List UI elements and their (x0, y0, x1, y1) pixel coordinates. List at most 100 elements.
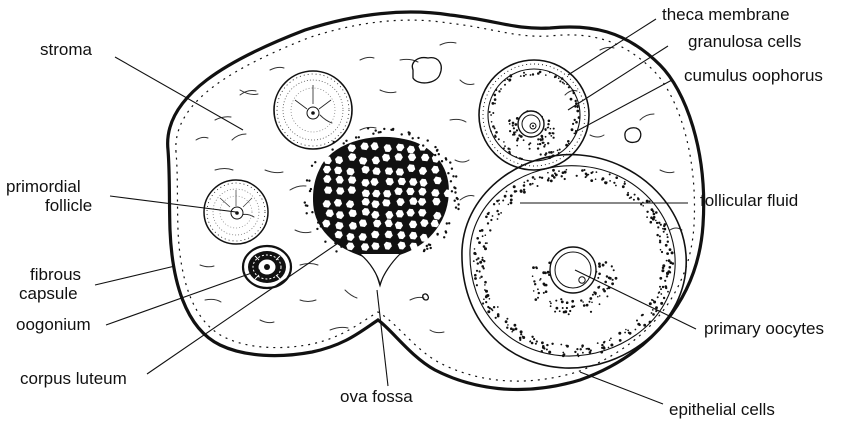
granulosa-dot (537, 143, 539, 145)
granulosa-dot (513, 131, 515, 133)
granulosa-dot (611, 282, 614, 285)
granulosa-dot (669, 266, 672, 269)
granulosa-dot (559, 80, 561, 82)
stipple-dot (412, 137, 414, 139)
granulosa-dot (565, 144, 568, 147)
granulosa-dot (550, 135, 552, 137)
granulosa-dot (477, 257, 479, 259)
granulosa-dot (484, 284, 486, 286)
granulosa-dot (529, 183, 532, 186)
stipple-dot (438, 153, 440, 155)
label-stroma: stroma (40, 40, 92, 59)
granulosa-dot (512, 124, 514, 126)
granulosa-dot (523, 189, 525, 191)
granulosa-dot (508, 204, 510, 206)
granulosa-dot (492, 215, 494, 217)
granulosa-dot (539, 176, 541, 178)
granulosa-dot (493, 306, 495, 308)
granulosa-dot (589, 297, 592, 300)
granulosa-dot (547, 179, 550, 182)
granulosa-dot (557, 150, 559, 152)
granulosa-dot (489, 111, 491, 113)
granulosa-dot (509, 130, 511, 132)
stipple-dot (455, 206, 457, 208)
granulosa-dot (566, 169, 568, 171)
granulosa-dot (609, 339, 611, 341)
granulosa-dot (655, 220, 657, 222)
granulosa-dot (478, 241, 481, 244)
granulosa-dot (598, 265, 601, 268)
granulosa-dot (509, 123, 511, 125)
granulosa-dot (520, 189, 523, 192)
granulosa-dot (591, 302, 593, 304)
granulosa-dot (659, 277, 662, 280)
granulosa-dot (537, 297, 539, 299)
granulosa-dot (511, 331, 513, 333)
granulosa-dot (633, 199, 635, 201)
granulosa-dot (610, 338, 612, 340)
stipple-dot (443, 236, 445, 238)
granulosa-dot (646, 216, 648, 218)
granulosa-dot (590, 172, 592, 174)
granulosa-dot (523, 72, 525, 74)
granulosa-dot (490, 131, 492, 133)
granulosa-dot (555, 174, 558, 177)
granulosa-dot (560, 298, 562, 300)
granulosa-dot (653, 213, 656, 216)
stipple-dot (454, 200, 456, 202)
granulosa-dot (522, 336, 524, 338)
granulosa-dot (548, 120, 551, 123)
granulosa-dot (649, 302, 652, 305)
granulosa-dot (532, 73, 534, 75)
corpus-luteum (304, 127, 460, 285)
granulosa-dot (573, 305, 575, 307)
granulosa-dot (609, 173, 611, 175)
granulosa-dot (646, 200, 649, 203)
granulosa-dot (602, 288, 605, 291)
granulosa-dot (574, 351, 576, 353)
granulosa-dot (650, 221, 653, 224)
granulosa-dot (578, 116, 580, 118)
granulosa-dot (582, 301, 584, 303)
stipple-dot (345, 140, 347, 142)
label-ova-fossa: ova fossa (340, 387, 413, 406)
granulosa-dot (609, 277, 612, 280)
granulosa-dot (664, 280, 666, 282)
granulosa-dot (660, 240, 662, 242)
granulosa-dot (539, 279, 541, 281)
stipple-dot (306, 212, 308, 214)
granulosa-dot (515, 328, 518, 331)
granulosa-dot (523, 139, 525, 141)
granulosa-dot (589, 301, 591, 303)
granulosa-dot (550, 302, 552, 304)
granulosa-dot (624, 183, 626, 185)
granulosa-dot (659, 286, 661, 288)
granulosa-dot (512, 134, 514, 136)
granulosa-dot (672, 262, 675, 265)
granulosa-dot (549, 72, 551, 74)
granulosa-dot (655, 211, 658, 214)
granulosa-dot (598, 273, 601, 276)
granulosa-dot (640, 203, 642, 205)
granulosa-dot (561, 301, 564, 304)
stipple-dot (308, 180, 310, 182)
granulosa-dot (539, 143, 541, 145)
granulosa-dot (482, 235, 484, 237)
granulosa-dot (493, 203, 495, 205)
granulosa-dot (509, 79, 512, 82)
granulosa-dot (541, 177, 543, 179)
granulosa-dot (482, 257, 484, 259)
granulosa-dot (608, 347, 610, 349)
granulosa-dot (516, 129, 518, 131)
granulosa-dot (545, 136, 547, 138)
granulosa-dot (559, 310, 561, 312)
granulosa-dot (554, 311, 556, 313)
granulosa-dot (604, 281, 607, 284)
granulosa-dot (576, 175, 578, 177)
label-primary-oocytes: primary oocytes (704, 319, 824, 338)
granulosa-dot (489, 298, 491, 300)
label-primordial-follicle-line2: follicle (45, 196, 92, 215)
leader-ova-fossa (377, 290, 388, 386)
granulosa-dot (476, 237, 479, 240)
label-fibrous-capsule-line1: fibrous (30, 265, 81, 284)
